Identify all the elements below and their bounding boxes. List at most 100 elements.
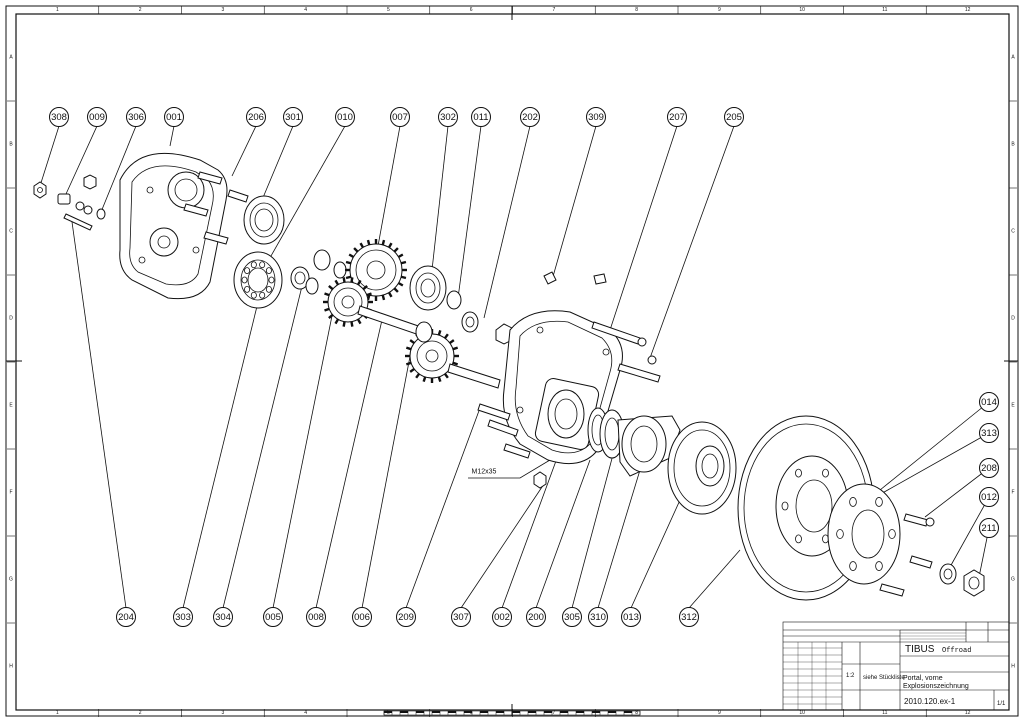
balloon-207: 207 (667, 107, 687, 127)
balloon-313: 313 (979, 423, 999, 443)
balloon-label: 303 (175, 612, 191, 623)
balloon-007: 007 (390, 107, 410, 127)
company-name: TIBUS (905, 644, 935, 655)
zone-label: D (1011, 316, 1015, 322)
housing-001 (119, 152, 228, 300)
bolt-009 (57, 174, 97, 215)
balloon-014: 014 (979, 392, 999, 412)
balloon-label: 313 (981, 428, 997, 439)
nut-308 (33, 181, 47, 199)
zone-label: B (1011, 142, 1015, 148)
washer-010 (313, 249, 347, 279)
exploded-assembly (33, 152, 985, 601)
balloon-010: 010 (335, 107, 355, 127)
zone-label: A (9, 55, 13, 61)
balloon-312: 312 (679, 607, 699, 627)
balloon-303: 303 (173, 607, 193, 627)
balloon-label: 006 (354, 612, 370, 623)
balloon-002: 002 (492, 607, 512, 627)
zone-label: 10 (799, 710, 805, 716)
zone-label: 1 (56, 710, 59, 716)
balloon-001: 001 (164, 107, 184, 127)
company-suffix: Offroad (942, 647, 971, 655)
balloon-211: 211 (979, 518, 999, 538)
balloon-307: 307 (451, 607, 471, 627)
zone-label: 3 (221, 710, 224, 716)
balloon-label: 202 (522, 112, 538, 123)
scale-ruler (383, 710, 641, 716)
zone-label: E (9, 403, 13, 409)
balloon-206: 206 (246, 107, 266, 127)
zone-label: C (9, 229, 13, 235)
drawing-number: 2010.120.ex-1 (904, 697, 956, 706)
screws-207 (591, 321, 647, 347)
balloon-label: 010 (337, 112, 353, 123)
zone-label: 1 (56, 7, 59, 13)
bearing-301 (243, 195, 285, 245)
wheel-flange-313 (827, 483, 901, 585)
balloon-309: 309 (586, 107, 606, 127)
studs-208 (879, 513, 935, 597)
zone-label: D (9, 316, 13, 322)
zone-label: 11 (882, 7, 887, 13)
balloon-label: 009 (89, 112, 105, 123)
sheet-number: 1/1 (997, 701, 1006, 707)
balloon-012: 012 (979, 487, 999, 507)
balloon-304: 304 (213, 607, 233, 627)
zone-label: G (1011, 577, 1015, 583)
gear-007 (345, 239, 407, 301)
balloon-label: 012 (981, 492, 997, 503)
balloon-308: 308 (49, 107, 69, 127)
thread-annotation: M12x35 (472, 469, 497, 476)
zone-label: 7 (552, 7, 555, 13)
zone-label: H (9, 664, 13, 670)
balloon-305: 305 (562, 607, 582, 627)
balloon-label: 008 (308, 612, 324, 623)
zone-label: H (1011, 664, 1015, 670)
balloon-208: 208 (979, 458, 999, 478)
spacer-304 (290, 266, 319, 295)
screw-204 (63, 213, 93, 231)
balloon-306: 306 (126, 107, 146, 127)
zone-label: 3 (221, 7, 224, 13)
zone-label: 2 (139, 710, 142, 716)
zone-label: 8 (635, 7, 638, 13)
nut-211 (963, 569, 985, 597)
balloon-label: 001 (166, 112, 182, 123)
balloon-label: 208 (981, 463, 997, 474)
balloon-label: 304 (215, 612, 231, 623)
zone-label: 4 (304, 7, 307, 13)
balloon-008: 008 (306, 607, 326, 627)
zone-label: 12 (965, 7, 971, 13)
zone-label: G (9, 577, 13, 583)
zone-label: F (9, 490, 12, 496)
zone-label: 10 (799, 7, 805, 13)
balloon-label: 002 (494, 612, 510, 623)
balloon-005: 005 (263, 607, 283, 627)
breather-309 (543, 271, 607, 285)
zone-label: 2 (139, 7, 142, 13)
balloon-310: 310 (588, 607, 608, 627)
balloon-209: 209 (396, 607, 416, 627)
balloon-label: 204 (118, 612, 134, 623)
washer-012 (939, 563, 957, 585)
balloon-label: 310 (590, 612, 606, 623)
balloon-label: 211 (981, 523, 996, 534)
drawing-title: Portal, vorne (903, 675, 943, 682)
zone-label: 4 (304, 710, 307, 716)
zone-label: F (1011, 490, 1014, 496)
zone-label: 6 (470, 7, 473, 13)
balloon-204: 204 (116, 607, 136, 627)
zone-label: 8 (635, 710, 638, 716)
hub-013 (667, 421, 737, 515)
bearing-303 (233, 251, 283, 309)
drawing-scale: 1:2 (846, 673, 855, 679)
drawing-material: siehe Stückliste (863, 675, 905, 681)
balloon-label: 301 (285, 112, 301, 123)
balloon-205: 205 (724, 107, 744, 127)
balloon-label: 309 (588, 112, 604, 123)
flange-310 (617, 415, 681, 477)
